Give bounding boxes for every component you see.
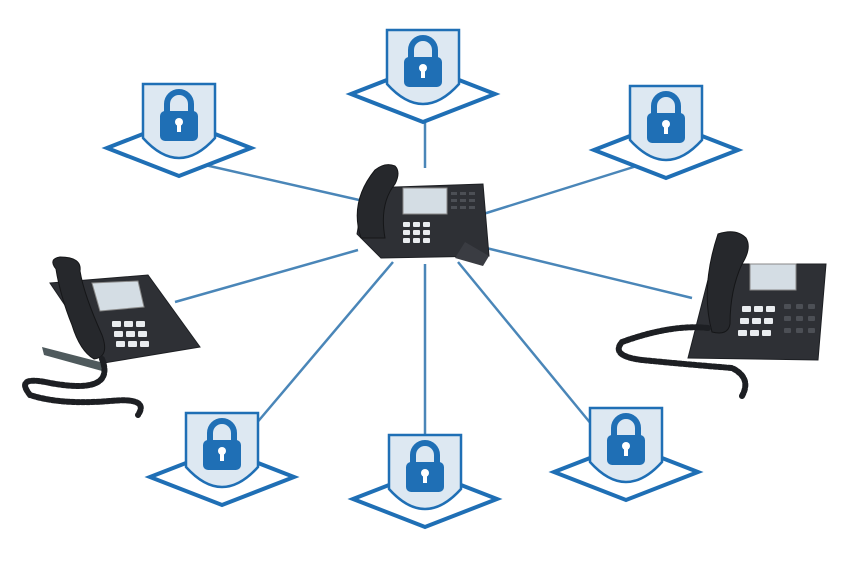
padlock-shield-icon xyxy=(150,413,294,505)
padlock-shield-icon xyxy=(594,86,738,178)
desk-phone-icon xyxy=(356,164,490,266)
connector-lines xyxy=(174,118,693,448)
desk-phone-icon xyxy=(615,231,827,399)
connector-left-phone xyxy=(174,248,359,304)
padlock-shield-icon xyxy=(353,435,497,527)
connector-bottom-left xyxy=(254,261,394,426)
padlock-shield-icon xyxy=(351,30,495,122)
connector-top-right xyxy=(479,163,641,217)
desk-phone-icon xyxy=(22,256,201,418)
connector-right-phone xyxy=(477,244,693,300)
connector-bottom-right xyxy=(457,261,593,426)
padlock-shield-icon xyxy=(107,84,251,176)
padlock-shield-icon xyxy=(554,408,698,500)
connector-top-left xyxy=(204,163,369,204)
